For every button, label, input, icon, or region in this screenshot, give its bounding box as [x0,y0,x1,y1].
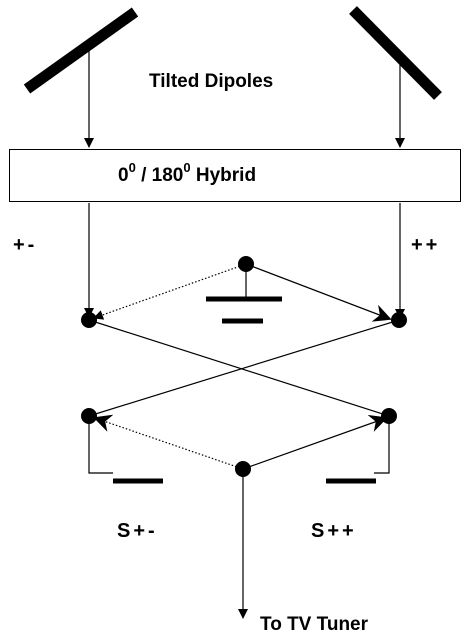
crossover-line-a [88,319,390,417]
output-dotted-contact [93,414,244,470]
tuner-destination-label: To TV Tuner [260,614,369,635]
ground-dotted-contact [93,263,247,320]
ground-active-contact [245,263,392,322]
left-dipole [23,7,139,94]
difference-output-label: +- [13,234,38,256]
hybrid-label: 00 / 1800 Hybrid [118,161,257,186]
hybrid-separator: / [141,165,147,186]
diagram-title: Tilted Dipoles [149,71,274,92]
left-switch-rail [88,416,113,474]
sum-output-label: ++ [411,234,441,256]
switch-s-plus-plus-label: S++ [311,520,357,542]
switch-s-plus-minus-label: S+- [117,520,158,542]
hybrid-box [9,149,461,202]
ground-pivot-node [238,256,254,272]
hybrid-right-unit: 0 [183,160,191,175]
output-active-contact [242,414,388,470]
hybrid-left-value: 0 [118,165,129,186]
crossover-line-b [88,319,400,417]
hybrid-right-value: 180 [151,165,184,186]
right-switch-rail [374,416,390,474]
hybrid-name: Hybrid [195,165,257,186]
hybrid-left-unit: 0 [128,160,136,175]
right-dipole [349,6,442,100]
